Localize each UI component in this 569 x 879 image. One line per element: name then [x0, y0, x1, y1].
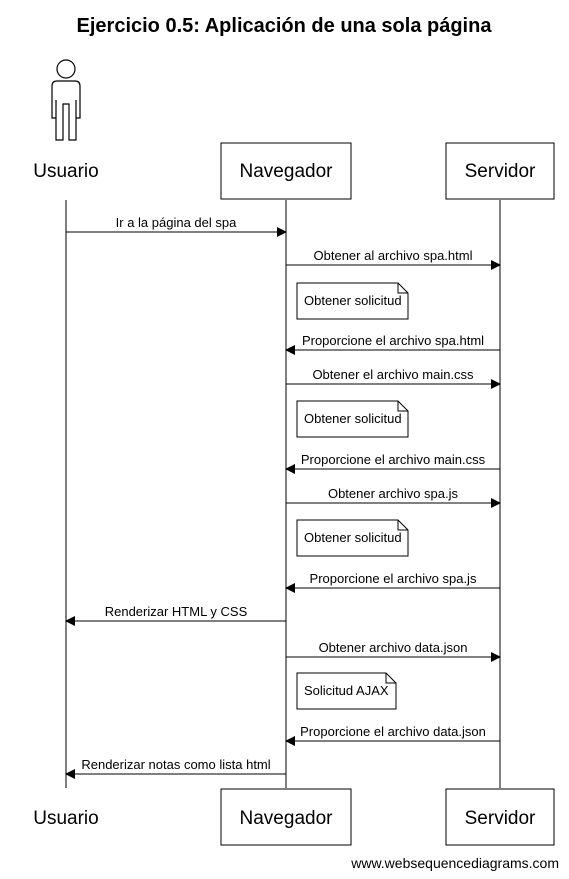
footer-watermark: www.websequencediagrams.com	[350, 855, 559, 871]
note-box	[296, 400, 409, 438]
message-label: Proporcione el archivo main.css	[301, 452, 486, 467]
message-label: Proporcione el archivo spa.html	[302, 333, 484, 348]
participant-label-usuario-bottom: Usuario	[33, 808, 98, 829]
participant-box-navegador-top: Navegador	[220, 142, 352, 200]
participant-label-navegador-top: Navegador	[240, 161, 334, 182]
note-text: Obtener solicitud	[304, 411, 402, 426]
note-text: Obtener solicitud	[304, 530, 402, 545]
participant-label-servidor-top: Servidor	[465, 161, 536, 182]
note-box	[296, 672, 397, 710]
message-label: Renderizar notas como lista html	[81, 757, 270, 772]
actor-usuario-top	[51, 59, 81, 141]
message-label: Renderizar HTML y CSS	[105, 604, 248, 619]
message-label: Proporcione el archivo data.json	[300, 724, 486, 739]
note-text: Solicitud AJAX	[304, 683, 389, 698]
message-label: Proporcione el archivo spa.js	[310, 571, 477, 586]
note-box	[296, 282, 409, 320]
message-label: Obtener archivo spa.js	[328, 486, 459, 501]
note-text: Obtener solicitud	[304, 293, 402, 308]
participant-box-servidor-top: Servidor	[445, 142, 555, 200]
message-label: Ir a la página del spa	[116, 215, 237, 230]
diagram-title: Ejercicio 0.5: Aplicación de una sola pá…	[77, 15, 493, 37]
note-box	[296, 519, 409, 557]
participant-label-servidor-bottom: Servidor	[465, 808, 536, 829]
participant-box-navegador-bottom: Navegador	[220, 788, 352, 846]
participant-label-navegador-bottom: Navegador	[240, 808, 334, 829]
participant-label-usuario-top: Usuario	[33, 161, 98, 182]
participant-box-servidor-bottom: Servidor	[445, 788, 555, 846]
message-label: Obtener al archivo spa.html	[314, 248, 473, 263]
message-label: Obtener archivo data.json	[319, 640, 468, 655]
message-label: Obtener el archivo main.css	[312, 367, 474, 382]
